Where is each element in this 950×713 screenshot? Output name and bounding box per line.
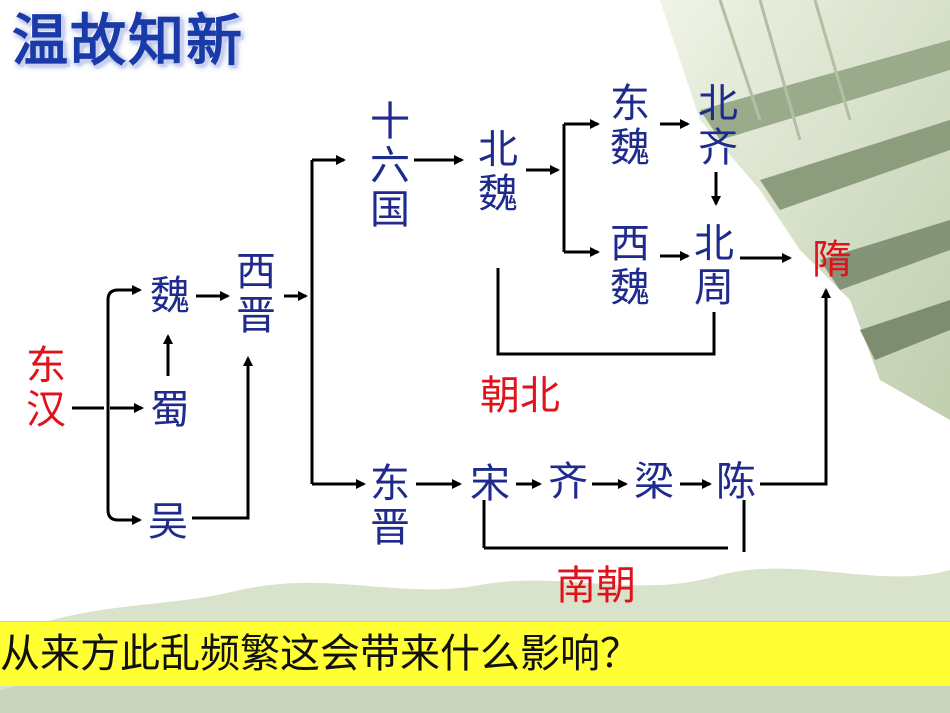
node-xiwei: 西魏 xyxy=(606,222,654,310)
node-xijin: 西晋 xyxy=(232,250,280,338)
node-shiliuguo: 十六国 xyxy=(366,100,414,232)
node-shu: 蜀 xyxy=(146,388,194,432)
node-beiwei: 北魏 xyxy=(474,128,522,216)
page-title: 温故知新 xyxy=(12,14,244,70)
node-chen: 陈 xyxy=(712,460,760,504)
node-liang: 梁 xyxy=(630,460,678,504)
bracket-three-kingdoms xyxy=(108,290,140,520)
node-beiqi: 北齐 xyxy=(694,82,742,170)
node-donghan: 东汉 xyxy=(22,344,70,432)
arrow-chen-sui xyxy=(760,290,826,484)
question-banner: 从来方此乱频繁这会带来什么影响？ xyxy=(0,621,950,686)
node-beizhou: 北周 xyxy=(690,222,738,310)
label-north-dynasties: 朝北 xyxy=(480,374,560,418)
node-song: 宋 xyxy=(466,462,514,506)
node-dongwei: 东魏 xyxy=(606,82,654,170)
question-text: 从来方此乱频繁这会带来什么影响？ xyxy=(0,630,640,678)
bracket-south-dynasties xyxy=(484,500,744,552)
node-wei: 魏 xyxy=(146,274,194,318)
node-dongjin: 东晋 xyxy=(366,462,414,550)
node-wu: 吴 xyxy=(144,500,192,544)
node-qi: 齐 xyxy=(544,460,592,504)
arrow-wu-xijin xyxy=(192,358,248,518)
label-south-dynasties: 南朝 xyxy=(556,564,636,608)
node-sui: 隋 xyxy=(808,238,856,282)
